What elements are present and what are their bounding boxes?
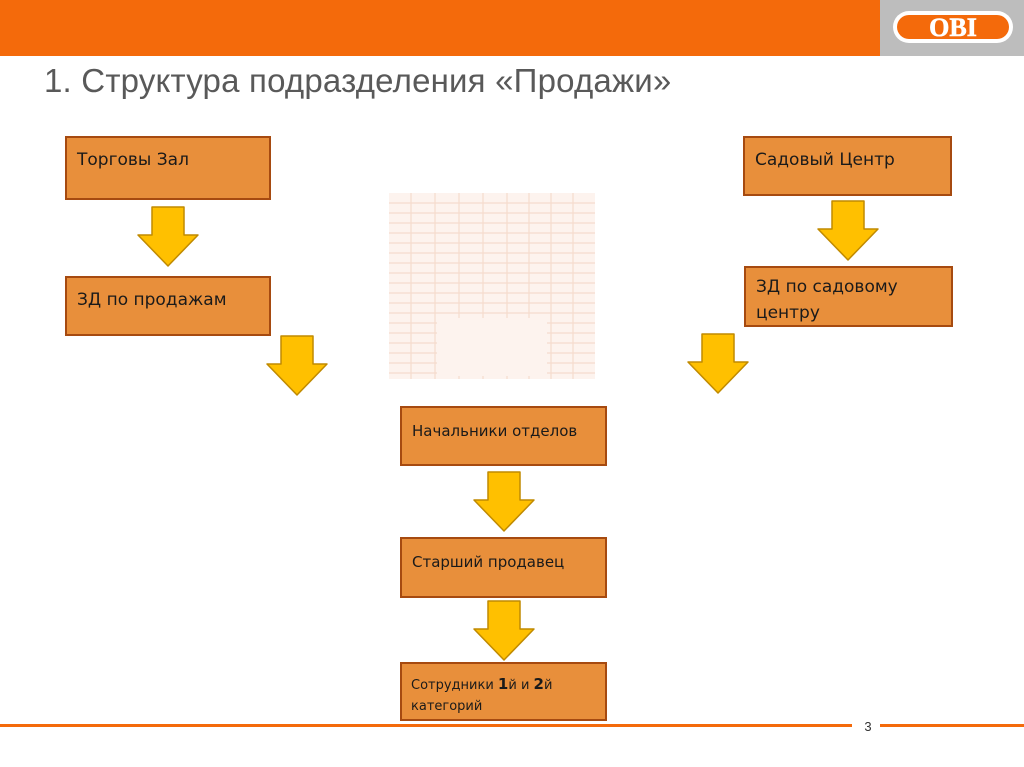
- down-arrow-icon: [817, 200, 879, 261]
- down-arrow-icon: [687, 333, 749, 394]
- node-senior-seller: Старший продавец: [400, 537, 607, 598]
- node-dept-heads-label: Начальники отделов: [412, 422, 578, 440]
- header-bar: [0, 0, 880, 56]
- footer-rule-left: [0, 724, 852, 727]
- node-staff-num2: 2: [533, 675, 544, 693]
- node-staff-label-part2: й и: [508, 678, 534, 693]
- node-deputy-sales-label: ЗД по продажам: [77, 290, 227, 310]
- down-arrow-icon: [473, 471, 535, 532]
- footer-rule-right: [880, 724, 1024, 727]
- node-deputy-garden-label-line1: ЗД по садовому: [756, 277, 898, 297]
- background-grid-decoration: [389, 193, 595, 379]
- page-number: 3: [864, 719, 872, 734]
- node-staff: Сотрудники 1й и 2й категорий: [400, 662, 607, 721]
- node-garden-center-label: Садовый Центр: [755, 150, 895, 170]
- node-garden-center: Садовый Центр: [743, 136, 952, 196]
- logo-text: OBI: [929, 13, 977, 42]
- down-arrow-icon: [137, 206, 199, 267]
- node-sales-floor: Торговы Зал: [65, 136, 271, 200]
- node-deputy-sales: ЗД по продажам: [65, 276, 271, 336]
- node-staff-label-part3: й: [543, 678, 553, 693]
- node-sales-floor-label: Торговы Зал: [77, 150, 189, 170]
- logo-panel: OBI: [880, 0, 1024, 56]
- obi-logo-icon: OBI: [893, 11, 1013, 43]
- node-staff-label-line2: категорий: [411, 698, 483, 714]
- node-staff-label-part1: Сотрудники: [411, 678, 498, 693]
- node-senior-seller-label: Старший продавец: [412, 553, 565, 571]
- node-deputy-garden-label-line2: центру: [756, 303, 820, 324]
- down-arrow-icon: [266, 335, 328, 396]
- node-staff-num1: 1: [497, 675, 509, 693]
- page-title: 1. Структура подразделения «Продажи»: [44, 62, 672, 99]
- node-dept-heads: Начальники отделов: [400, 406, 607, 466]
- down-arrow-icon: [473, 600, 535, 661]
- node-deputy-garden: ЗД по садовому центру: [744, 266, 953, 327]
